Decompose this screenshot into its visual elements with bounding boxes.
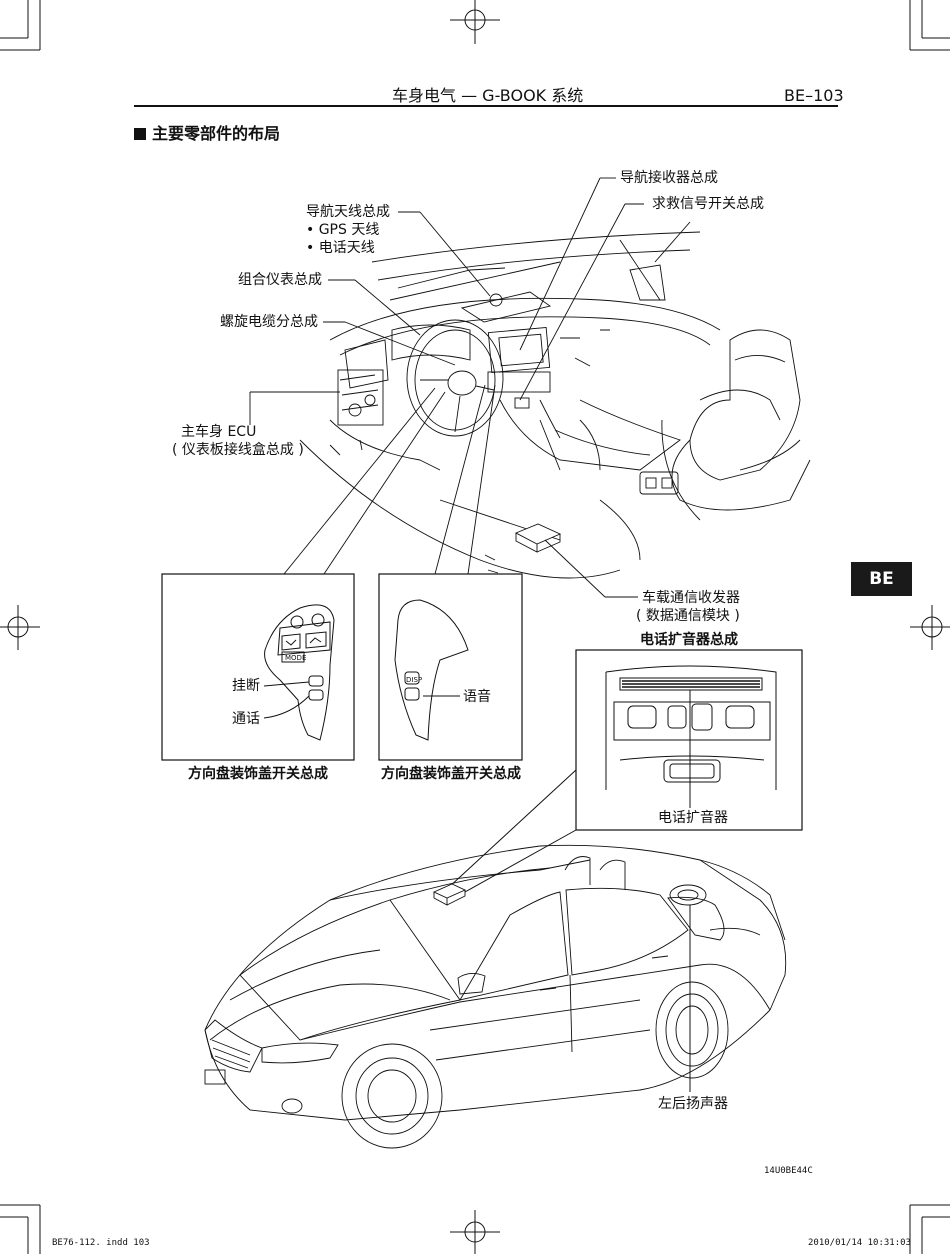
label-steering-switch-left: 方向盘装饰盖开关总成 [188, 766, 328, 782]
label-nav-receiver: 导航接收器总成 [620, 170, 718, 186]
disp-button-text: DISP [406, 676, 423, 684]
label-transceiver: 车载通信收发器 [642, 590, 740, 606]
label-main-body-ecu-sub: ( 仪表板接线盒总成 ) [172, 442, 304, 458]
label-phone-amp-assy: 电话扩音器总成 [640, 632, 738, 648]
label-rear-speaker: 左后扬声器 [658, 1096, 728, 1112]
bullet-square-icon [134, 128, 146, 140]
dashboard-illustration [299, 221, 811, 579]
section-tab-label: BE [869, 569, 894, 589]
label-transceiver-sub: ( 数据通信模块 ) [636, 608, 740, 624]
label-nav-antenna: 导航天线总成 [306, 204, 390, 220]
label-gps-antenna: • GPS 天线 [306, 222, 380, 238]
label-meter: 组合仪表总成 [238, 272, 322, 288]
footer-file: BE76-112. indd 103 [52, 1238, 150, 1248]
header-title: 车身电气 — G-BOOK 系统 [392, 86, 584, 105]
label-hang-up: 挂断 [232, 678, 260, 694]
section-title: 主要零部件的布局 [134, 124, 280, 143]
label-main-body-ecu: 主车身 ECU [181, 424, 257, 440]
right-switch-box [378, 573, 523, 761]
label-phone-amp: 电话扩音器 [658, 810, 728, 826]
footer-timestamp: 2010/01/14 10:31:03 [808, 1238, 911, 1248]
car-illustration [204, 844, 787, 1149]
phone-amp-box [575, 649, 803, 831]
section-tab: BE [851, 562, 912, 596]
amp-zoom-line-a [447, 769, 577, 889]
label-phone-antenna: • 电话天线 [306, 240, 375, 256]
left-switch-box [161, 573, 355, 761]
label-spiral-cable: 螺旋电缆分总成 [220, 314, 318, 330]
label-emergency-switch: 求救信号开关总成 [652, 196, 764, 212]
label-voice: 语音 [463, 689, 491, 705]
section-title-text: 主要零部件的布局 [152, 124, 281, 143]
figure-code: 14U0BE44C [764, 1166, 813, 1176]
page-number: BE–103 [784, 86, 844, 105]
zoom-lines [283, 384, 496, 575]
label-talk: 通话 [232, 711, 260, 727]
mode-button-text: MODE [285, 654, 307, 662]
label-steering-switch-right: 方向盘装饰盖开关总成 [381, 766, 521, 782]
amp-zoom-line-b [464, 829, 577, 893]
dashboard-leaders [249, 177, 644, 598]
